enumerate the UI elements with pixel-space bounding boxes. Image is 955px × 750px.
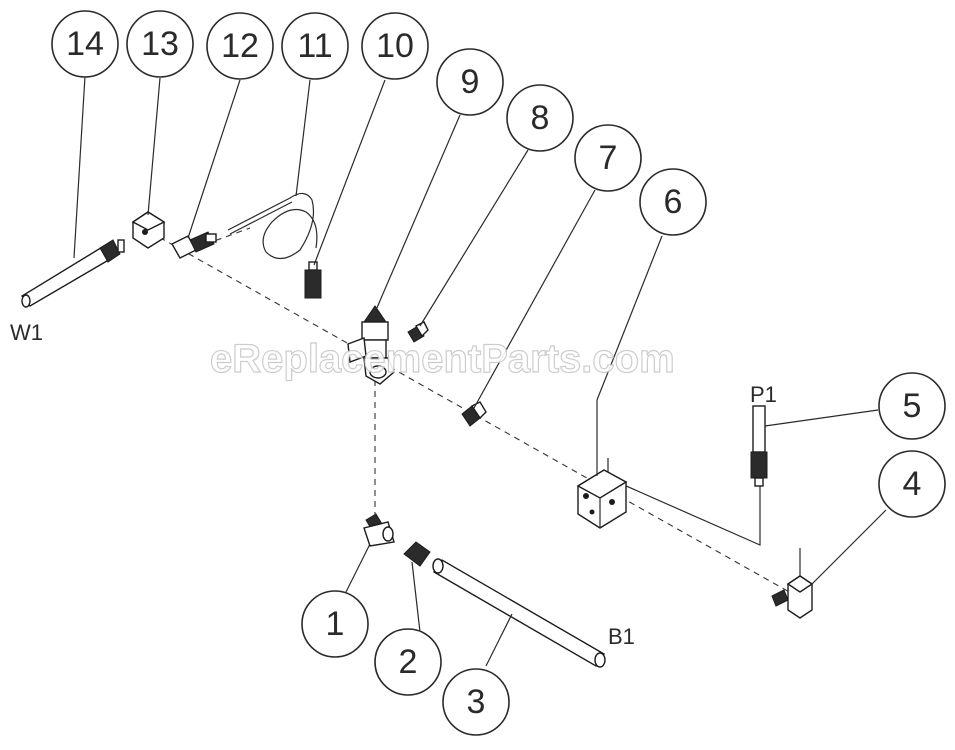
callout-4-label: 4 xyxy=(903,465,922,503)
part-2-nut xyxy=(403,541,431,567)
callout-1: 1 xyxy=(301,590,369,658)
callout-6: 6 xyxy=(639,168,707,236)
port-label-p1: P1 xyxy=(750,382,777,407)
callout-3: 3 xyxy=(442,668,510,736)
callout-13: 13 xyxy=(126,10,194,78)
callout-8-label: 8 xyxy=(531,99,550,137)
port-label-b1: B1 xyxy=(608,624,635,649)
fitting-assembly-path xyxy=(194,227,251,249)
port-label-w1: W1 xyxy=(10,320,43,345)
callout-10: 10 xyxy=(361,12,429,80)
callout-3-label: 3 xyxy=(467,683,486,721)
leader-lines xyxy=(73,75,887,667)
callout-4: 4 xyxy=(878,450,946,518)
leader-14 xyxy=(73,75,86,259)
part-9-valve xyxy=(347,305,395,385)
part-13-elbow-block xyxy=(131,211,166,249)
callouts: 14 13 12 11 10 9 8 7 6 5 4 1 2 3 xyxy=(51,10,946,736)
assembly-paths xyxy=(149,227,801,599)
part-3-tube xyxy=(432,558,606,668)
main-assembly-path xyxy=(149,231,801,599)
leader-10 xyxy=(313,79,386,266)
callout-12: 12 xyxy=(206,12,274,80)
callout-9: 9 xyxy=(436,48,504,116)
callout-9-label: 9 xyxy=(461,63,480,101)
part-14-hose xyxy=(20,239,125,308)
leader-11 xyxy=(295,79,311,197)
part-5-gauge xyxy=(750,405,768,487)
watermark-text: eReplacementParts.com xyxy=(210,337,675,381)
part-8-nipple xyxy=(407,321,429,343)
leader-2 xyxy=(411,561,421,633)
callout-12-label: 12 xyxy=(221,27,259,65)
part-11-coil-tube xyxy=(227,192,318,260)
leader-6 xyxy=(596,235,663,401)
callout-14: 14 xyxy=(51,10,119,78)
leader-13 xyxy=(147,77,161,216)
callout-2-label: 2 xyxy=(399,643,418,681)
callout-14-label: 14 xyxy=(66,25,104,63)
leader-12 xyxy=(187,79,241,239)
callout-11-label: 11 xyxy=(297,27,332,65)
part-7-nipple xyxy=(461,401,487,427)
callout-8: 8 xyxy=(506,84,574,152)
leader-9 xyxy=(375,114,461,311)
callout-6-label: 6 xyxy=(664,183,683,221)
leader-1 xyxy=(345,543,371,593)
callout-10-label: 10 xyxy=(376,27,414,65)
part-12-fitting xyxy=(171,231,217,259)
part-4-block xyxy=(771,548,814,619)
leader-3 xyxy=(485,613,513,667)
callout-1-label: 1 xyxy=(326,605,345,643)
leader-4 xyxy=(811,509,887,585)
callout-5-label: 5 xyxy=(903,387,922,425)
callout-7-label: 7 xyxy=(599,139,618,177)
gauge-tube xyxy=(607,458,761,546)
leader-5 xyxy=(764,409,879,427)
leader-8 xyxy=(419,149,529,327)
part-10-filter xyxy=(304,261,322,299)
callout-11: 11 xyxy=(281,12,349,80)
callout-5: 5 xyxy=(878,372,946,440)
part-1-elbow xyxy=(363,513,395,547)
leader-7 xyxy=(473,189,596,409)
part-6-manifold-block xyxy=(576,469,628,529)
callout-13-label: 13 xyxy=(141,25,179,63)
callout-7: 7 xyxy=(574,124,642,192)
callout-2: 2 xyxy=(374,628,442,696)
